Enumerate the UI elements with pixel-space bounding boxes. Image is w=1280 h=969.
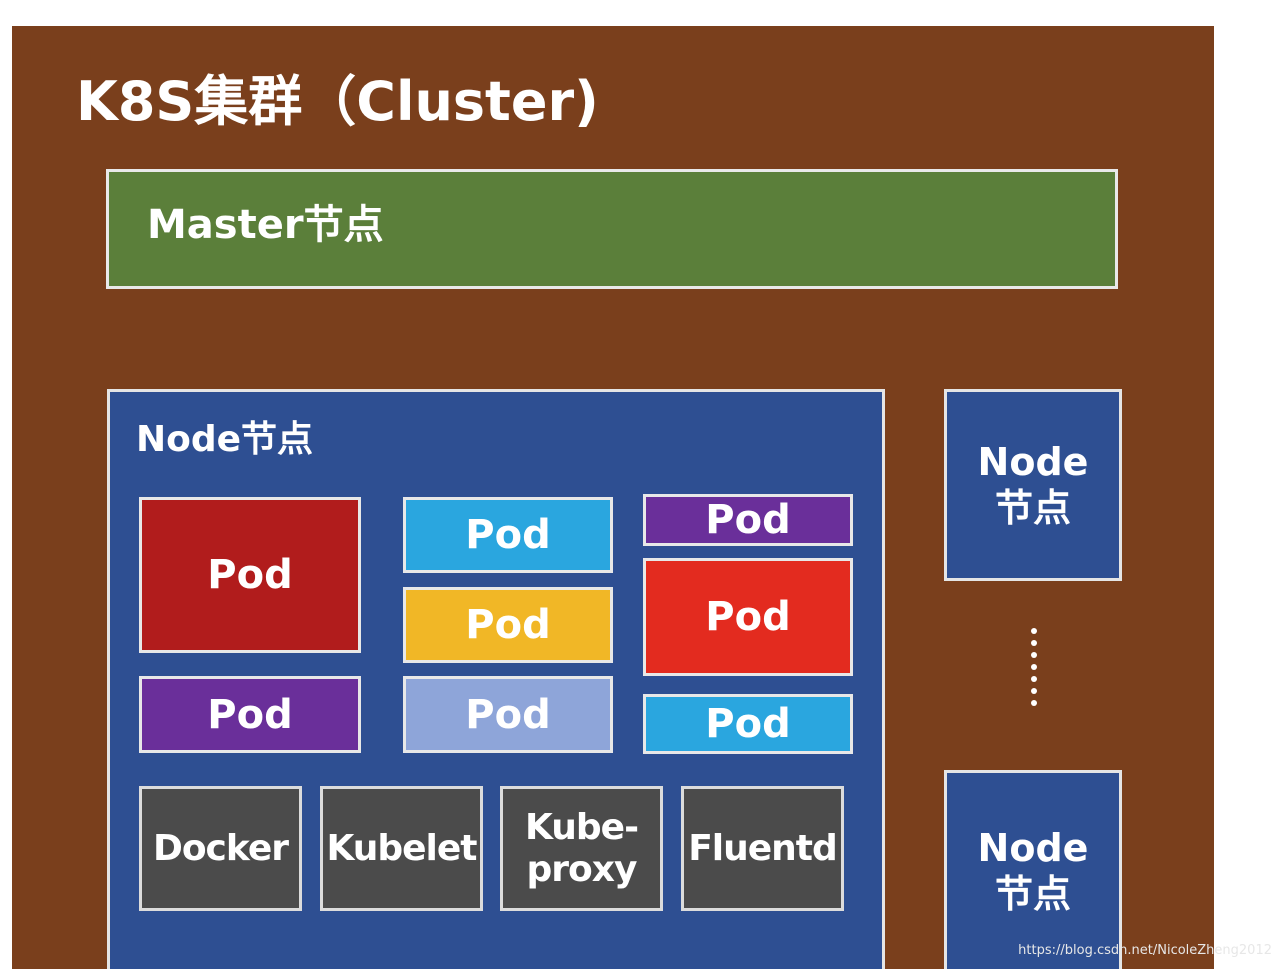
- component-docker: Docker: [139, 786, 302, 911]
- pod-cyan-right: Pod: [643, 694, 853, 754]
- component-kube-proxy: Kube- proxy: [500, 786, 663, 911]
- watermark: https://blog.csdn.net/NicoleZheng2012: [1018, 943, 1272, 958]
- ellipsis-dots: [1030, 628, 1038, 706]
- component-kubelet: Kubelet: [320, 786, 483, 911]
- side-node-top: Node 节点: [944, 389, 1122, 581]
- side-node-bottom: Node 节点: [944, 770, 1122, 969]
- pod-purple-left: Pod: [139, 676, 361, 753]
- pod-purple-right: Pod: [643, 494, 853, 546]
- pod-yellow: Pod: [403, 587, 613, 663]
- pod-red-large: Pod: [139, 497, 361, 653]
- pod-cyan-middle: Pod: [403, 497, 613, 573]
- master-node-label: Master节点: [147, 202, 384, 248]
- pod-lightblue: Pod: [403, 676, 613, 753]
- cluster-title: K8S集群（Cluster): [76, 70, 599, 133]
- component-fluentd: Fluentd: [681, 786, 844, 911]
- master-node: Master节点: [106, 169, 1118, 289]
- pod-red-right: Pod: [643, 558, 853, 676]
- node-main-label: Node节点: [136, 419, 314, 460]
